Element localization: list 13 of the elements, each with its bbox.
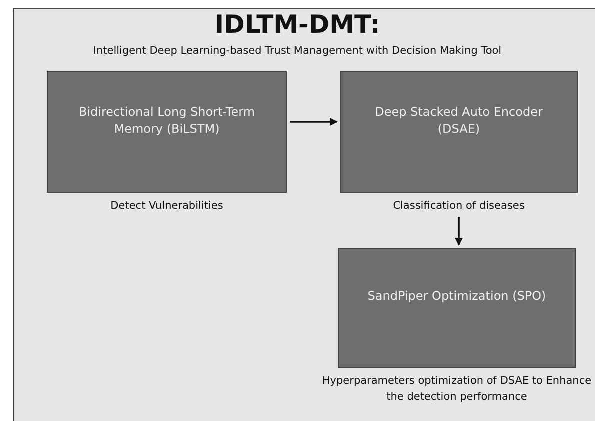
process-box — [338, 248, 576, 368]
process-box — [340, 71, 578, 193]
subtitle: Intelligent Deep Learning-based Trust Management with Decision Making Tool — [92, 45, 503, 57]
step-caption: Detect Vulnerabilities — [110, 199, 224, 214]
box-label: Deep Stacked Auto Encoder (DSAE) — [374, 104, 544, 138]
title: IDLTM-DMT: — [214, 10, 382, 39]
box-label: Bidirectional Long Short-Term Memory (BiLSTM) — [78, 104, 256, 138]
arrow — [455, 217, 463, 246]
step-caption: Classification of diseases — [392, 199, 526, 214]
process-box — [47, 71, 287, 193]
step-caption: Hyperparameters optimization of DSAE to Enhance the detection performance — [321, 374, 593, 406]
box-label: SandPiper Optimization (SPO) — [368, 288, 546, 306]
arrow — [290, 118, 338, 126]
